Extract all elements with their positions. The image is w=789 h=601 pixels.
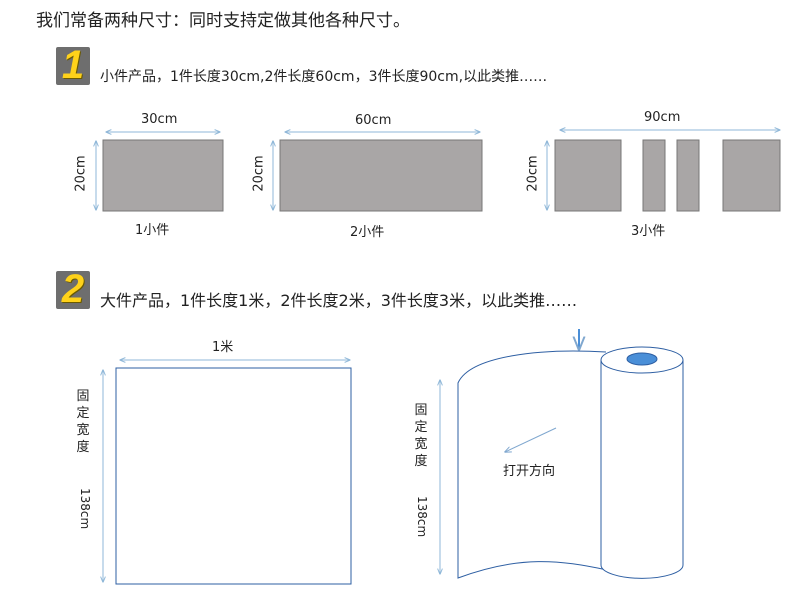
piece-3-width-label: 90cm bbox=[644, 110, 681, 125]
char: 定 bbox=[414, 420, 428, 435]
piece-rect bbox=[279, 139, 483, 212]
section-1-badge: 1 bbox=[56, 43, 90, 87]
piece-2-height-label: 20cm bbox=[251, 155, 267, 192]
piece-1-caption: 1小件 bbox=[135, 223, 170, 238]
char: 度 bbox=[414, 454, 428, 469]
char: 固 bbox=[414, 403, 428, 418]
char: 度 bbox=[76, 440, 90, 455]
char: 宽 bbox=[76, 423, 90, 438]
large-sheet bbox=[103, 360, 352, 585]
sheet-height-label: 138cm bbox=[78, 488, 92, 530]
open-direction-label: 打开方向 bbox=[503, 464, 556, 479]
piece-3-height-label: 20cm bbox=[525, 155, 541, 192]
large-roll bbox=[440, 329, 684, 579]
piece-rect bbox=[102, 139, 224, 212]
piece-1-width-label: 30cm bbox=[141, 112, 178, 127]
char: 定 bbox=[76, 406, 90, 421]
piece-2-width-label: 60cm bbox=[355, 113, 392, 128]
piece-rect bbox=[676, 139, 700, 212]
section-2-description: 大件产品，1件长度1米，2件长度2米，3件长度3米，以此类推…… bbox=[100, 291, 578, 310]
piece-rect bbox=[554, 139, 622, 212]
piece-1-height-label: 20cm bbox=[73, 155, 89, 192]
roll-core bbox=[626, 352, 658, 366]
piece-rect bbox=[722, 139, 781, 212]
piece-3-small bbox=[547, 130, 781, 212]
sheet-fixed-width-label: 固 定 宽 度 bbox=[75, 388, 91, 456]
sheet-rect bbox=[115, 367, 352, 585]
section-2-badge: 2 bbox=[56, 267, 90, 311]
piece-2-small bbox=[273, 132, 483, 212]
char: 宽 bbox=[414, 437, 428, 452]
sheet-width-label: 1米 bbox=[212, 340, 234, 355]
roll-body bbox=[600, 360, 684, 579]
open-direction-arrow bbox=[505, 427, 557, 452]
piece-1-small bbox=[96, 132, 224, 212]
section-1-description: 小件产品，1件长度30cm,2件长度60cm，3件长度90cm,以此类推…… bbox=[100, 69, 548, 85]
unrolled-sheet bbox=[457, 350, 608, 579]
char: 固 bbox=[76, 389, 90, 404]
section-1-number: 1 bbox=[61, 43, 85, 87]
roll-height-label: 138cm bbox=[415, 496, 429, 538]
piece-3-caption: 3小件 bbox=[631, 224, 666, 239]
piece-rect bbox=[642, 139, 666, 212]
page-title: 我们常备两种尺寸：同时支持定做其他各种尺寸。 bbox=[36, 11, 410, 31]
piece-2-caption: 2小件 bbox=[350, 225, 385, 240]
section-2-number: 2 bbox=[61, 267, 85, 311]
roll-fixed-width-label: 固 定 宽 度 bbox=[413, 402, 429, 470]
